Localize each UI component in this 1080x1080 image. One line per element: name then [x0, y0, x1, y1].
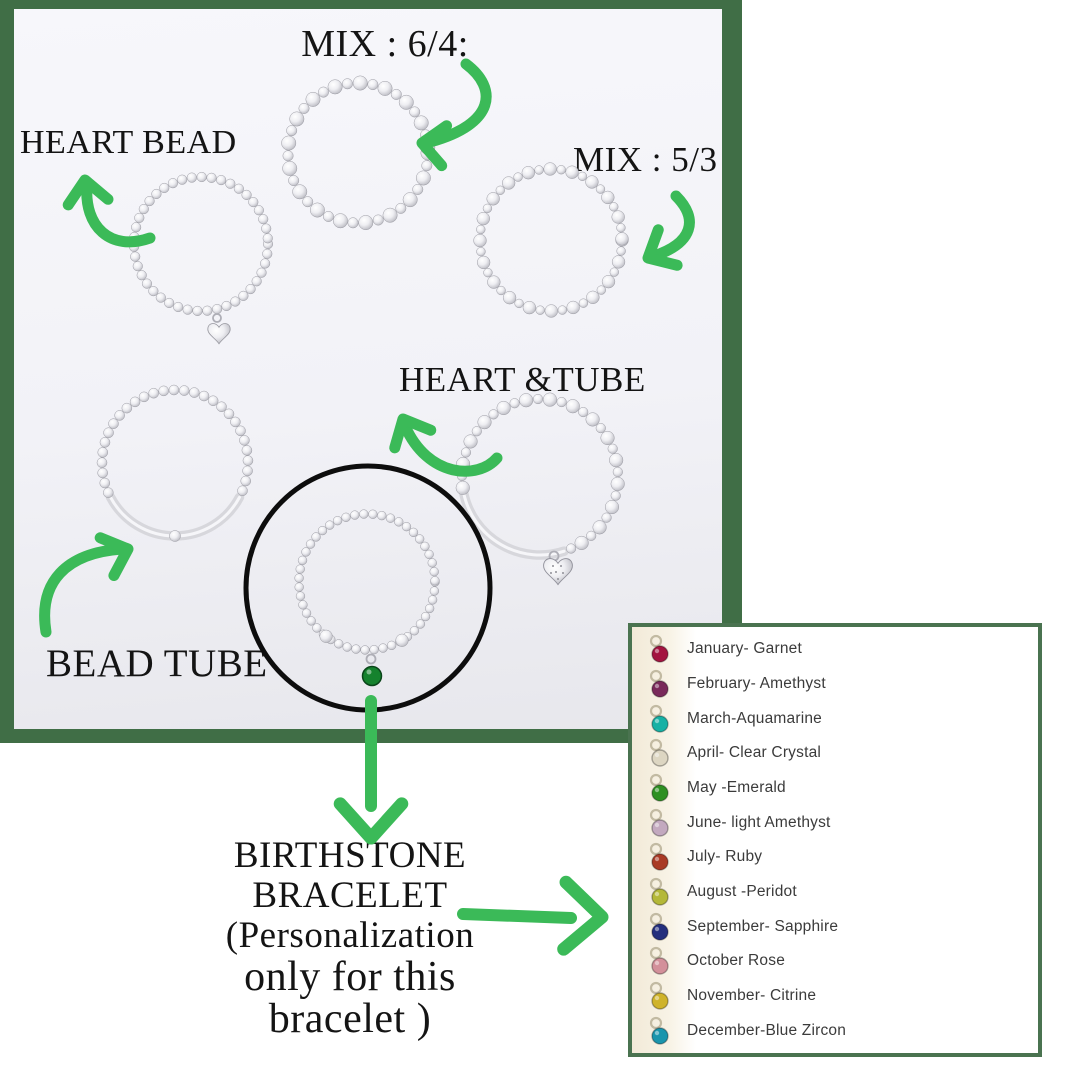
caption-line: (Personalization	[225, 915, 475, 956]
birthstone-stone	[651, 922, 669, 941]
birthstone-row: September- Sapphire	[632, 912, 1038, 942]
caption-line: only for this	[244, 954, 456, 1000]
birthstone-charm-icon	[649, 669, 669, 698]
birthstone-charm-icon	[649, 1016, 669, 1045]
birthstone-stone	[651, 992, 669, 1010]
birthstone-row: June- light Amethyst	[632, 808, 1038, 838]
birthstone-stone	[651, 714, 669, 733]
birthstone-row: August -Peridot	[632, 877, 1038, 907]
birthstone-charm-icon	[649, 773, 669, 802]
birthstone-charm-icon	[649, 912, 669, 941]
birthstone-row: April- Clear Crystal	[632, 738, 1038, 768]
birthstone-chart-panel: January- Garnet February- Amethyst March…	[628, 623, 1042, 1057]
birthstone-label: November- Citrine	[687, 986, 817, 1004]
birthstone-stone	[651, 853, 669, 871]
charm-photo-strip	[632, 627, 696, 1053]
caption-line: BIRTHSTONE	[233, 835, 467, 876]
birthstone-stone	[651, 1026, 669, 1045]
birthstone-label: March-Aquamarine	[687, 709, 823, 727]
birthstone-stone	[651, 784, 669, 802]
birthstone-label: December-Blue Zircon	[687, 1021, 847, 1039]
birthstone-label: July- Ruby	[687, 848, 763, 866]
label-mix-5-3: MIX : 5/3	[573, 140, 718, 179]
caption-line: BRACELET	[252, 875, 448, 916]
birthstone-row: March-Aquamarine	[632, 704, 1038, 734]
birthstone-charm-icon	[649, 635, 669, 664]
birthstone-label: April- Clear Crystal	[687, 744, 822, 762]
birthstone-charm-icon	[649, 843, 669, 871]
label-bead-tube: BEAD TUBE	[46, 642, 268, 685]
birthstone-charm-icon	[649, 808, 669, 837]
birthstone-stone	[651, 818, 669, 837]
birthstone-label: January- Garnet	[687, 640, 802, 658]
birthstone-row: May -Emerald	[632, 773, 1038, 803]
birthstone-stone	[651, 645, 669, 664]
birthstone-label: August -Peridot	[687, 882, 797, 900]
birthstone-bracelet-caption: BIRTHSTONE BRACELET (Personalization onl…	[150, 835, 550, 1042]
birthstone-stone	[651, 680, 669, 698]
birthstone-charm-icon	[649, 704, 669, 733]
birthstone-charm-icon	[649, 981, 669, 1010]
birthstone-row: October Rose	[632, 946, 1038, 976]
birthstone-label: October Rose	[687, 952, 786, 970]
birthstone-label: June- light Amethyst	[687, 813, 831, 831]
birthstone-charm-icon	[649, 739, 669, 767]
birthstone-stone	[651, 957, 669, 975]
birthstone-label: May -Emerald	[687, 778, 786, 796]
birthstone-stone	[651, 749, 669, 767]
birthstone-row: November- Citrine	[632, 981, 1038, 1011]
birthstone-row: July- Ruby	[632, 842, 1038, 872]
label-heart-bead: HEART BEAD	[20, 124, 237, 161]
birthstone-stone	[651, 888, 669, 906]
birthstone-row: December-Blue Zircon	[632, 1016, 1038, 1046]
label-mix-6-4: MIX : 6/4:	[301, 23, 469, 65]
birthstone-row: February- Amethyst	[632, 669, 1038, 699]
birthstone-charm-icon	[649, 877, 669, 906]
birthstone-row: January- Garnet	[632, 634, 1038, 664]
birthstone-charm-icon	[649, 947, 669, 975]
birthstone-list: January- Garnet February- Amethyst March…	[632, 627, 1038, 1053]
birthstone-label: September- Sapphire	[687, 917, 839, 935]
caption-line: bracelet )	[268, 996, 432, 1042]
birthstone-label: February- Amethyst	[687, 674, 826, 692]
label-heart-tube: HEART &TUBE	[399, 360, 646, 399]
